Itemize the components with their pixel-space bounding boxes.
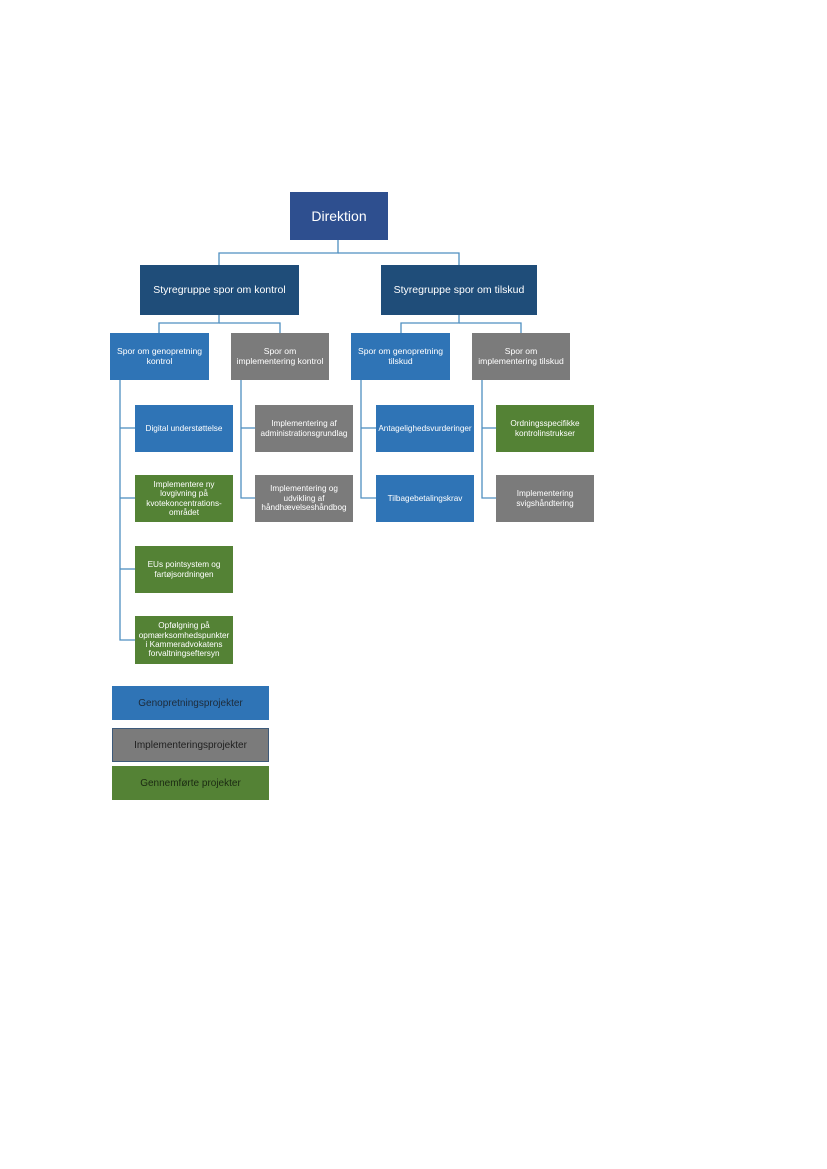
track-genopretning-kontrol: Spor om genopretning kontrol bbox=[110, 333, 209, 380]
legend-label: Gennemførte projekter bbox=[140, 777, 241, 789]
track-label: Spor om genopretning tilskud bbox=[357, 345, 444, 366]
project-haandhaevelse: Implementering og udvikling af håndhævel… bbox=[255, 475, 353, 522]
legend-gennemfoert: Gennemførte projekter bbox=[112, 766, 269, 800]
legend-implementering: Implementeringsprojekter bbox=[112, 728, 269, 762]
project-label: Ordningsspecifikke kontrolinstrukser bbox=[510, 419, 580, 438]
steering-tilskud-label: Styregruppe spor om tilskud bbox=[393, 283, 525, 296]
steering-kontrol-label: Styregruppe spor om kontrol bbox=[153, 283, 286, 296]
project-antagelighed: Antagelighedsvurderinger bbox=[376, 405, 474, 452]
project-tilbagebetaling: Tilbagebetalingskrav bbox=[376, 475, 474, 522]
legend-label: Genopretningsprojekter bbox=[138, 697, 243, 709]
track-implementering-kontrol: Spor om implementering kontrol bbox=[231, 333, 329, 380]
steering-tilskud-box: Styregruppe spor om tilskud bbox=[381, 265, 537, 315]
project-label: EUs pointsystem og fartøjsordningen bbox=[147, 560, 221, 579]
project-adm-grundlag: Implementering af administrationsgrundla… bbox=[255, 405, 353, 452]
project-opfoelgning: Opfølgning på opmærksomhedspunkter i Kam… bbox=[135, 616, 233, 664]
track-implementering-tilskud: Spor om implementering tilskud bbox=[472, 333, 570, 380]
project-label: Implementere ny lovgivning på kvotekonce… bbox=[146, 479, 222, 517]
track-genopretning-tilskud: Spor om genopretning tilskud bbox=[351, 333, 450, 380]
direktion-label: Direktion bbox=[311, 207, 367, 224]
project-label: Digital understøttelse bbox=[145, 423, 223, 433]
track-label: Spor om genopretning kontrol bbox=[116, 345, 203, 366]
project-ordningsspecifikke: Ordningsspecifikke kontrolinstrukser bbox=[496, 405, 594, 452]
project-label: Tilbagebetalingskrav bbox=[387, 493, 463, 503]
steering-kontrol-box: Styregruppe spor om kontrol bbox=[140, 265, 299, 315]
project-lovgivning: Implementere ny lovgivning på kvotekonce… bbox=[135, 475, 233, 522]
direktion-box: Direktion bbox=[290, 192, 388, 240]
project-label: Antagelighedsvurderinger bbox=[378, 423, 472, 433]
track-label: Spor om implementering kontrol bbox=[236, 345, 324, 366]
project-digital: Digital understøttelse bbox=[135, 405, 233, 452]
project-svig: Implementering svigshåndtering bbox=[496, 475, 594, 522]
project-label: Opfølgning på opmærksomhedspunkter i Kam… bbox=[138, 621, 230, 659]
project-label: Implementering af administrationsgrundla… bbox=[260, 419, 348, 438]
legend-label: Implementeringsprojekter bbox=[134, 739, 247, 751]
project-label: Implementering og udvikling af håndhævel… bbox=[261, 484, 347, 513]
legend-genopretning: Genopretningsprojekter bbox=[112, 686, 269, 720]
project-eu-point: EUs pointsystem og fartøjsordningen bbox=[135, 546, 233, 593]
project-label: Implementering svigshåndtering bbox=[516, 489, 574, 508]
track-label: Spor om implementering tilskud bbox=[478, 345, 564, 366]
